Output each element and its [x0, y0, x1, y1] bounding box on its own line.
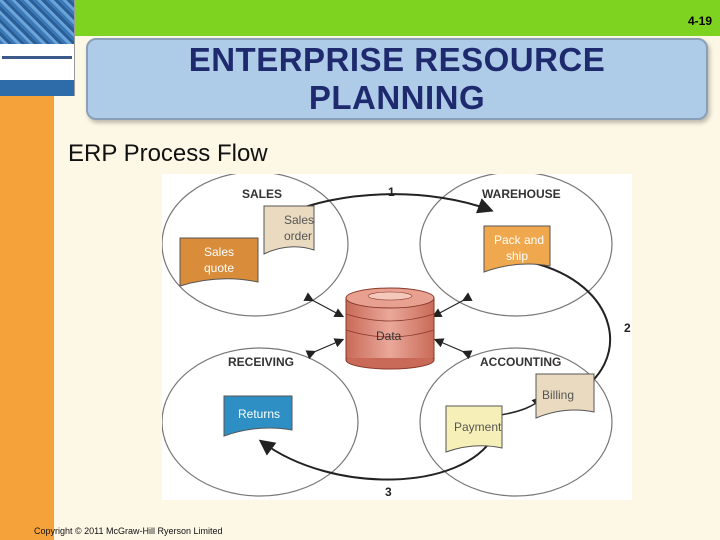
- pack-and-ship-doc: Pack and ship: [483, 225, 551, 273]
- book-cover-thumbnail: [0, 0, 75, 96]
- slide-subtitle: ERP Process Flow: [68, 140, 268, 167]
- erp-process-flow-diagram: 1 2 3 SALES WAREHOUSE RECEIVING ACCOUNTI…: [161, 171, 632, 500]
- cover-title-bar: [2, 56, 72, 59]
- diagram-svg: 1 2 3 SALES WAREHOUSE RECEIVING ACCOUNTI…: [161, 171, 631, 499]
- arrow-step-3: [258, 435, 495, 481]
- slide-number: 4-19: [687, 14, 712, 28]
- step-2-label: 2: [624, 321, 631, 335]
- title-line-2: PLANNING: [308, 79, 486, 116]
- sales-order-line-1: Sales: [284, 213, 314, 227]
- receiving-ellipse: [161, 347, 359, 497]
- sales-quote-line-2: quote: [204, 261, 234, 275]
- copyright-footer: Copyright © 2011 McGraw-Hill Ryerson Lim…: [34, 526, 223, 536]
- top-accent-band: [74, 0, 720, 36]
- title-line-1: ENTERPRISE RESOURCE: [188, 41, 606, 78]
- data-cylinder: Data: [345, 287, 435, 370]
- returns-doc: Returns: [223, 395, 293, 437]
- sales-order-line-2: order: [284, 229, 312, 243]
- data-label: Data: [376, 329, 402, 343]
- billing-label: Billing: [542, 388, 574, 402]
- cover-image: [0, 0, 74, 44]
- payment-doc: Payment: [445, 405, 503, 453]
- sales-quote-doc: Sales quote: [179, 237, 259, 287]
- returns-label: Returns: [238, 407, 280, 421]
- sales-quote-line-1: Sales: [204, 245, 234, 259]
- pack-and-ship-line-2: ship: [506, 249, 528, 263]
- step-3-label: 3: [385, 485, 392, 499]
- step-1-label: 1: [388, 185, 395, 199]
- link-sales-data: [303, 292, 345, 318]
- accounting-ellipse: [419, 347, 613, 497]
- cover-band: [0, 80, 74, 96]
- link-receiving-data: [305, 338, 345, 360]
- accounting-label: ACCOUNTING: [480, 355, 561, 369]
- pack-and-ship-line-1: Pack and: [494, 233, 544, 247]
- title-box: ENTERPRISE RESOURCE PLANNING: [86, 38, 708, 120]
- sales-label: SALES: [242, 187, 282, 201]
- link-accounting-data: [433, 338, 473, 360]
- receiving-label: RECEIVING: [228, 355, 294, 369]
- warehouse-label: WAREHOUSE: [482, 187, 561, 201]
- billing-doc: Billing: [535, 373, 595, 419]
- payment-label: Payment: [454, 420, 502, 434]
- link-warehouse-data: [431, 292, 473, 318]
- sales-order-doc: Sales order: [263, 205, 315, 255]
